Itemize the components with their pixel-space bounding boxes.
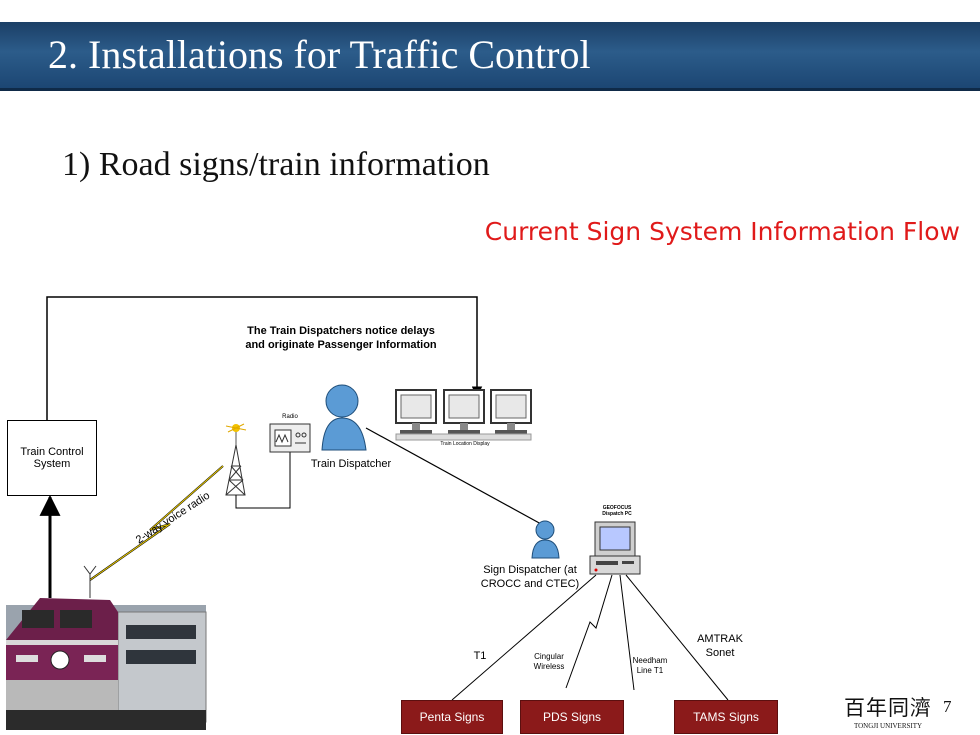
flow-title: Current Sign System Information Flow: [484, 217, 960, 246]
penta-signs-box: Penta Signs: [401, 700, 503, 734]
train-antenna-icon: [83, 565, 97, 598]
tongji-logo-cn: 百年同濟: [844, 696, 932, 720]
monitor-icon: [395, 389, 437, 434]
monitor-icon: [443, 389, 485, 434]
page-number: 7: [943, 697, 952, 716]
slide-subtitle: 1) Road signs/train information: [62, 146, 490, 183]
dispatchers-note: The Train Dispatchers notice delays and …: [245, 325, 437, 351]
radio-tower-icon: [225, 423, 247, 496]
t1-connector: [451, 574, 597, 701]
tower-radio-connector: [235, 452, 291, 509]
amtrak-label: AMTRAK Sonet: [697, 633, 743, 659]
dispatcher-to-sign-arrow: [365, 427, 553, 531]
pds-signs-box: PDS Signs: [520, 700, 624, 734]
t1-label: T1: [473, 650, 487, 662]
cingular-connector: [565, 574, 613, 689]
needham-connector: [619, 574, 635, 691]
train-control-system-label: Train Control System: [20, 446, 84, 470]
needham-label: Needham Line T1: [632, 656, 668, 675]
geofocus-label: GEOFOCUS Dispatch PC: [602, 505, 632, 517]
train-image: [6, 598, 207, 730]
tongji-logo-en: TONGJI UNIVERSITY: [853, 722, 923, 730]
sign-dispatcher-label: Sign Dispatcher (at CROCC and CTEC): [480, 564, 580, 590]
sign-dispatcher-icon: [531, 520, 560, 559]
train-location-display-label: Train Location Display: [440, 441, 490, 447]
tongji-logo: 百年同濟 TONGJI UNIVERSITY: [838, 692, 938, 730]
radio-icon: [269, 423, 311, 453]
title-bar: 2. Installations for Traffic Control: [0, 0, 980, 95]
cingular-label: Cingular Wireless: [533, 652, 565, 671]
radio-label: Radio: [282, 414, 298, 420]
train-dispatcher-label: Train Dispatcher: [310, 458, 392, 470]
monitor-icon: [490, 389, 532, 434]
title-bar-background: [0, 22, 980, 91]
train-dispatcher-icon: [321, 384, 367, 451]
slide-title: 2. Installations for Traffic Control: [48, 32, 591, 77]
amtrak-connector: [625, 574, 729, 701]
train-control-system-box: Train Control System: [7, 420, 97, 496]
tams-signs-box: TAMS Signs: [674, 700, 778, 734]
loop-connector: [46, 296, 483, 420]
dispatch-pc-icon: [589, 521, 641, 575]
